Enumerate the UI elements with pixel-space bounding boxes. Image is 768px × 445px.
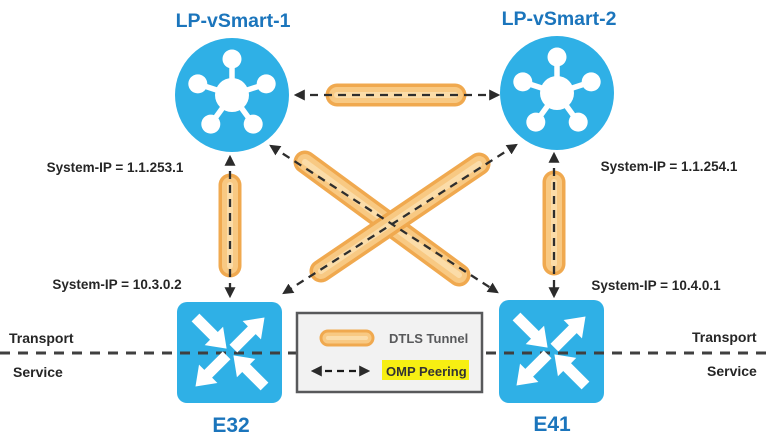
zone-service-left: Service <box>13 364 63 380</box>
vsmart2-node <box>500 36 614 150</box>
zone-service-right: Service <box>707 363 757 379</box>
zone-transport-right: Transport <box>692 329 757 345</box>
omp-peering-arrows <box>224 89 560 299</box>
omp-highlight <box>382 360 469 380</box>
omp-e32-vsmart2 <box>282 143 518 295</box>
vsmart1-system-ip: System-IP = 1.1.253.1 <box>47 160 184 175</box>
e32-node <box>177 302 282 403</box>
legend-omp-label: OMP Peering <box>386 364 467 379</box>
vsmart1-title: LP-vSmart-1 <box>176 10 291 32</box>
e32-label: E32 <box>212 414 249 437</box>
e41-system-ip: System-IP = 10.4.0.1 <box>591 278 721 293</box>
legend-dtls-label: DTLS Tunnel <box>389 331 468 346</box>
e41-label: E41 <box>533 413 571 436</box>
vsmart2-title: LP-vSmart-2 <box>502 8 617 30</box>
e32-system-ip: System-IP = 10.3.0.2 <box>52 277 181 292</box>
zone-transport-left: Transport <box>9 330 74 346</box>
e41-node <box>499 300 604 403</box>
legend-box: DTLS Tunnel OMP Peering <box>295 311 484 394</box>
vsmart1-node <box>175 38 289 152</box>
vsmart2-system-ip: System-IP = 1.1.254.1 <box>601 159 738 174</box>
